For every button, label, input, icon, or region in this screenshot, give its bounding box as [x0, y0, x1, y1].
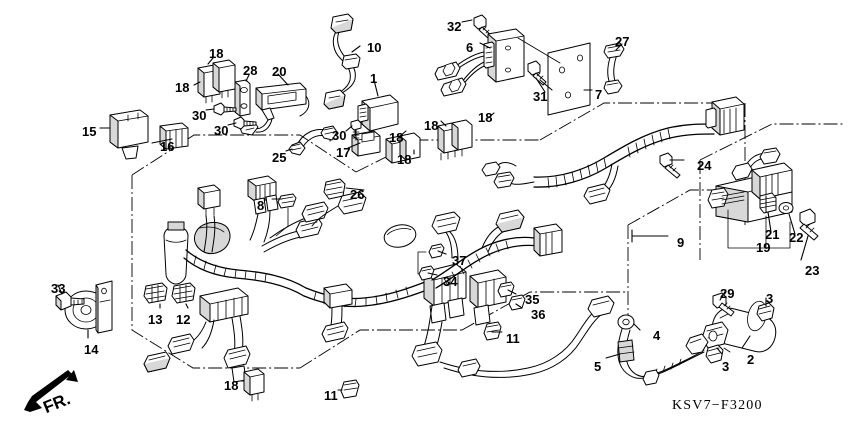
callout-relay-18a: 18	[209, 46, 224, 61]
callout-relay-connector-16: 16	[160, 139, 175, 154]
callout-grommet-12: 12	[176, 312, 191, 327]
callout-nut-terminal-lower: 3	[722, 359, 730, 374]
callout-bolt-30c: 30	[332, 128, 347, 143]
callout-grommet-26: 26	[350, 187, 365, 202]
callout-horn: 14	[84, 342, 99, 357]
callout-relay-18f: 18	[478, 110, 493, 125]
callout-nut-terminal-upper: 3	[766, 291, 774, 306]
callout-wire-clamp-27: 27	[615, 34, 630, 49]
callout-clip-35: 35	[525, 292, 540, 307]
callout-bolt-30a: 30	[192, 108, 207, 123]
callout-bolt-31: 31	[533, 89, 548, 104]
callout-stay-28: 28	[243, 63, 258, 78]
part-diagram-code: KSV7−F3200	[672, 398, 763, 413]
callout-bolt-24: 24	[697, 158, 712, 173]
callout-flasher-relay: 15	[82, 124, 97, 139]
callout-starter-magnetic-switch: 2	[747, 352, 755, 367]
front-arrow-icon	[24, 370, 78, 412]
callout-starter-relay-assembly: 19	[756, 240, 771, 255]
callout-regulator-rectifier: 6	[466, 40, 474, 55]
callout-bolt-30b: 30	[214, 123, 229, 138]
callout-relay-18e: 18	[424, 118, 439, 133]
callout-connector-clip-11b: 11	[324, 388, 338, 403]
callout-ecu-control-unit: 1	[370, 71, 378, 86]
callout-clip-36: 36	[531, 307, 546, 322]
callout-wire-band-25: 25	[272, 150, 287, 165]
callout-battery-ground-cable: 5	[594, 359, 602, 374]
callout-clip-34: 34	[443, 274, 458, 289]
callout-battery-cable-terminal: 4	[653, 328, 661, 343]
callout-clip-37: 37	[452, 253, 467, 268]
callout-sub-harness-assembly: 9	[677, 235, 685, 250]
callout-harness-clip-8: 8	[257, 198, 265, 213]
callout-relay-18b: 18	[175, 80, 190, 95]
callout-bolt-29: 29	[720, 286, 735, 301]
callout-bolt-32: 32	[447, 19, 462, 34]
callout-connector-clip-11a: 11	[506, 331, 520, 346]
callout-relay-18d: 18	[397, 152, 412, 167]
callout-bolt-23: 23	[805, 263, 820, 278]
callout-relay-18c: 18	[389, 130, 404, 145]
callout-relay-bracket: 17	[336, 145, 351, 160]
callout-grommet-13: 13	[148, 312, 163, 327]
callout-horn-bolt: 33	[51, 281, 66, 296]
callout-rubber-mount-21: 21	[765, 227, 780, 242]
callout-sub-wire-harness: 10	[367, 40, 382, 55]
callout-harness-clamp-bracket: 20	[272, 64, 287, 79]
callout-washer-22: 22	[789, 230, 804, 245]
callout-relay-18g: 18	[224, 378, 239, 393]
callout-mounting-plate: 7	[595, 87, 603, 102]
